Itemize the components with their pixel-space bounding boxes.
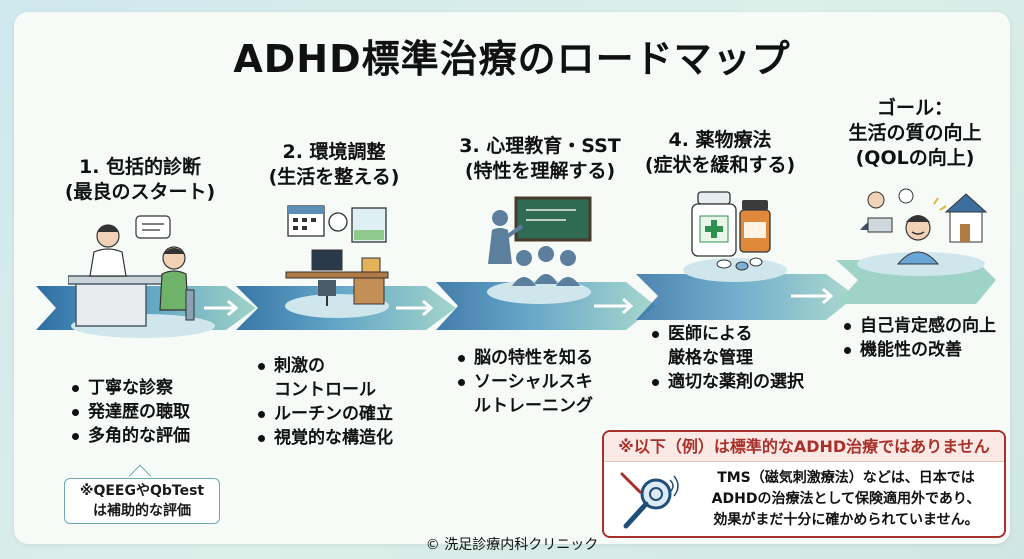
copyright-footer: © 洗足診療内科クリニック (425, 537, 599, 553)
goal-title: ゴール： 生活の質の向上 (QOLの向上) (848, 97, 982, 169)
step-2-title: 2. 環境調整 (生活を整える) (268, 141, 400, 188)
list-item: 発達歴の聴取 (70, 400, 190, 424)
flow-arrow-1 (204, 299, 239, 317)
page-title: ADHD標準治療のロードマップ (233, 37, 791, 81)
step-3-bullets: 脳の特性を知る ソーシャルスキ ルトレーニング (456, 346, 593, 418)
step-2-bullets: 刺激の コントロール ルーチンの確立 視覚的な構造化 (256, 354, 393, 450)
list-item: ルーチンの確立 (256, 402, 393, 426)
list-item: 刺激の (256, 354, 393, 378)
happy-home-icon (857, 188, 988, 276)
warning-heading: ※以下（例）は標準的なADHD治療ではありません (604, 432, 1004, 462)
doctor-consultation-icon (68, 215, 215, 338)
list-item: 適切な薬剤の選択 (650, 370, 804, 394)
list-item: ルトレーニング (474, 396, 593, 416)
flow-arrows (204, 287, 834, 317)
list-item: 自己肯定感の向上 (842, 314, 996, 338)
flow-arrow-4 (791, 287, 834, 305)
list-item: 厳格な管理 (668, 348, 753, 368)
list-item: 視覚的な構造化 (256, 426, 393, 450)
qeeg-note-callout: ※QEEGやQbTest は補助的な評価 (64, 478, 220, 524)
flow-arrow-2 (396, 299, 434, 317)
list-item: ソーシャルスキ (456, 370, 593, 394)
warning-box: ※以下（例）は標準的なADHD治療ではありません TMS（磁気刺激療法）などは、… (602, 430, 1006, 538)
list-item: 医師による (650, 322, 804, 346)
band-segment-4 (636, 274, 856, 320)
flow-arrow-3 (594, 297, 634, 315)
list-item: 丁寧な診察 (70, 376, 190, 400)
list-item: コントロール (274, 380, 376, 400)
list-item: 多角的な評価 (70, 424, 190, 448)
step-1-bullets: 丁寧な診察 発達歴の聴取 多角的な評価 (70, 376, 190, 448)
list-item: 脳の特性を知る (456, 346, 593, 370)
step-1-title: 1. 包括的診断 (最良のスタート) (64, 156, 216, 203)
warning-text: TMS（磁気刺激療法）などは、日本では ADHDの治療法として保険適用外であり、… (711, 470, 981, 528)
tms-coil-prohibited-icon (620, 472, 679, 529)
step-4-title: 4. 薬物療法 (症状を緩和する) (644, 129, 796, 176)
list-item: 機能性の改善 (842, 338, 996, 362)
medicine-bottles-icon (683, 191, 787, 282)
study-desk-icon (285, 205, 389, 318)
step-3-title: 3. 心理教育・SST (特性を理解する) (459, 135, 621, 182)
classroom-icon (487, 196, 592, 304)
step-4-bullets: 医師による 厳格な管理 適切な薬剤の選択 (650, 322, 804, 394)
goal-bullets: 自己肯定感の向上 機能性の改善 (842, 314, 996, 362)
